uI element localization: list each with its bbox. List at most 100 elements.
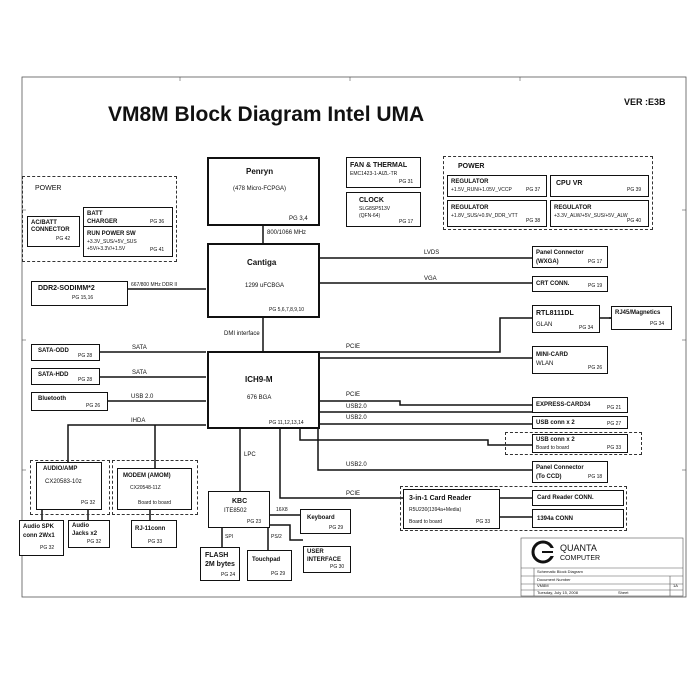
sata-hdd-pg: PG 28 xyxy=(78,377,93,383)
power-right-label: POWER xyxy=(458,163,485,170)
usb20-label: USB 2.0 xyxy=(131,394,154,400)
usbconn2-pg: PG 33 xyxy=(607,445,622,451)
touchpad-pg: PG 29 xyxy=(271,571,286,577)
jacks-block: Audio Jacks x2 PG 32 xyxy=(68,520,110,548)
flash-name1: FLASH xyxy=(205,552,229,559)
cpuvr-pg: PG 39 xyxy=(627,187,642,193)
dmi-label: DMI interface xyxy=(224,331,260,337)
penryn-name: Penryn xyxy=(246,167,274,176)
sata-hdd-name: SATA-HDD xyxy=(38,372,69,378)
jacks-pg: PG 32 xyxy=(87,539,102,545)
usbconn2-name: USB conn x 2 xyxy=(536,437,575,443)
crt-pg: PG 19 xyxy=(588,283,603,289)
batt-divider xyxy=(83,226,173,227)
flash-name2: 2M bytes xyxy=(205,561,235,568)
acbatt-block: AC/BATT CONNECTOR PG 42 xyxy=(27,216,80,247)
spk-name1: Audio SPK xyxy=(23,524,54,530)
rtl-name: RTL8111DL xyxy=(536,310,574,317)
ich9m-block: ICH9-M 676 BGA PG 11,12,13,14 xyxy=(207,351,320,429)
run-sub1: +3.3V_SUS/+5V_SUS xyxy=(87,239,137,245)
spk-name2: conn 2Wx1 xyxy=(23,533,55,539)
reg1-pg: PG 37 xyxy=(526,187,541,193)
ddr-pg: PG 15,16 xyxy=(72,295,94,301)
modem-block: MODEM (AMOM) CX20548-11Z Board to board xyxy=(117,468,192,510)
audio-block: AUDIO/AMP CX20583-10z PG 32 xyxy=(36,462,102,510)
bluetooth-block: Bluetooth PG 26 xyxy=(31,392,108,411)
jacks-name1: Audio xyxy=(72,523,89,529)
ps2-label: PS/2 xyxy=(271,534,282,540)
crconn-block: Card Reader CONN. xyxy=(532,490,624,506)
modem-group xyxy=(112,460,198,515)
userif-name2: INTERFACE xyxy=(307,557,342,563)
cardreader-name: 3-in-1 Card Reader xyxy=(409,495,472,502)
modem-name: MODEM (AMOM) xyxy=(123,473,171,479)
titleblock-docnum: Document Number xyxy=(537,577,571,582)
audio-pg: PG 32 xyxy=(81,500,96,506)
modem-sub2: Board to board xyxy=(138,500,172,506)
audio-group xyxy=(30,460,110,515)
panel-sub: (WXGA) xyxy=(536,259,559,265)
run-name: RUN POWER SW xyxy=(87,231,136,237)
sata-odd-block: SATA-ODD PG 28 xyxy=(31,344,100,361)
fan-pg: PG 31 xyxy=(399,179,414,185)
page-title: VM8M Block Diagram Intel UMA xyxy=(108,103,425,126)
fan-sub: EMC1423-1-AIZL-TR xyxy=(350,171,398,177)
usbconn2-group xyxy=(505,432,642,455)
rj11-pg: PG 33 xyxy=(148,539,163,545)
reg2-name: REGULATOR xyxy=(451,205,489,211)
conn1394-name: 1394a CONN xyxy=(537,516,574,522)
usb-label-1: USB2.0 xyxy=(346,404,367,410)
cardreader-pg: PG 33 xyxy=(476,519,491,525)
titleblock-title: Schematic Block Diagram xyxy=(537,569,583,574)
power-left-label: POWER xyxy=(35,185,62,192)
bluetooth-pg: PG 26 xyxy=(86,403,101,409)
ddr-block: DDR2-SODIMM*2 PG 15,16 xyxy=(31,281,128,306)
express-name: EXPRESS-CARD34 xyxy=(536,402,591,408)
rj11-name: RJ-11conn xyxy=(135,526,166,532)
rtl-pg: PG 34 xyxy=(579,325,594,331)
usbconn2-block: USB conn x 2 Board to board PG 33 xyxy=(532,434,628,453)
usbconn1-block: USB conn x 2 PG 27 xyxy=(532,416,628,429)
ich-sub: 676 BGA xyxy=(247,395,272,401)
usbconn2-sub: Board to board xyxy=(536,445,570,451)
power-right-group: POWER xyxy=(443,156,653,230)
usb-label-3: USB2.0 xyxy=(346,462,367,468)
power-left-group: POWER xyxy=(22,176,177,262)
usb-label-2: USB2.0 xyxy=(346,415,367,421)
spk-pg: PG 32 xyxy=(40,545,55,551)
clock-block: CLOCK SLG8SP513V (QFN-64) PG 17 xyxy=(346,192,421,227)
reg2-pg: PG 38 xyxy=(526,218,541,224)
penryn-block: Penryn (478 Micro-FCPGA) PG 3,4 xyxy=(207,157,320,226)
conn1394-block: 1394a CONN xyxy=(532,509,624,528)
clock-sub1: SLG8SP513V xyxy=(359,206,391,212)
panel-block: Panel Connector (WXGA) PG 17 xyxy=(532,246,608,268)
ihda-label: IHDA xyxy=(131,418,146,424)
panelccd-sub: (To CCD) xyxy=(536,474,562,480)
rj11-block: RJ-11conn PG 33 xyxy=(131,520,177,548)
penryn-pg: PG 3,4 xyxy=(289,216,308,222)
flash-pg: PG 24 xyxy=(221,572,236,578)
sata-hdd-block: SATA-HDD PG 28 xyxy=(31,368,100,385)
cantiga-block: Cantiga 1299 uFCBGA PG 5,6,7,8,9,10 xyxy=(207,243,320,318)
pcie-label-2: PCIE xyxy=(346,392,361,398)
ddr-name: DDR2-SODIMM*2 xyxy=(38,285,95,292)
userif-name1: USER xyxy=(307,549,324,555)
panelccd-block: Panel Connector (To CCD) PG 18 xyxy=(532,461,608,483)
reg2-sub: +1.8V_SUS/+0.9V_DDR_VTT xyxy=(451,213,518,219)
rj45-pg: PG 34 xyxy=(650,321,665,327)
express-pg: PG 21 xyxy=(607,405,622,411)
acbatt-name2: CONNECTOR xyxy=(31,227,70,233)
bluetooth-name: Bluetooth xyxy=(38,396,66,402)
cardreader-group xyxy=(400,486,627,531)
panel-pg: PG 17 xyxy=(588,259,603,265)
kbc-sub: ITE8502 xyxy=(224,508,247,514)
minicard-block: MINI-CARD WLAN PG 26 xyxy=(532,346,608,374)
reg1-sub: +1.5V_RUN/+1.05V_VCCP xyxy=(451,187,512,193)
kb-bus-label: 16X8 xyxy=(276,507,288,513)
quanta-logo xyxy=(531,540,555,564)
rtl-block: RTL8111DL GLAN PG 34 xyxy=(532,305,600,333)
keyboard-pg: PG 29 xyxy=(329,525,344,531)
jacks-name2: Jacks x2 xyxy=(72,531,98,537)
quanta-sub: COMPUTER xyxy=(560,555,601,562)
cpuvr-block: CPU VR PG 39 xyxy=(550,175,649,197)
